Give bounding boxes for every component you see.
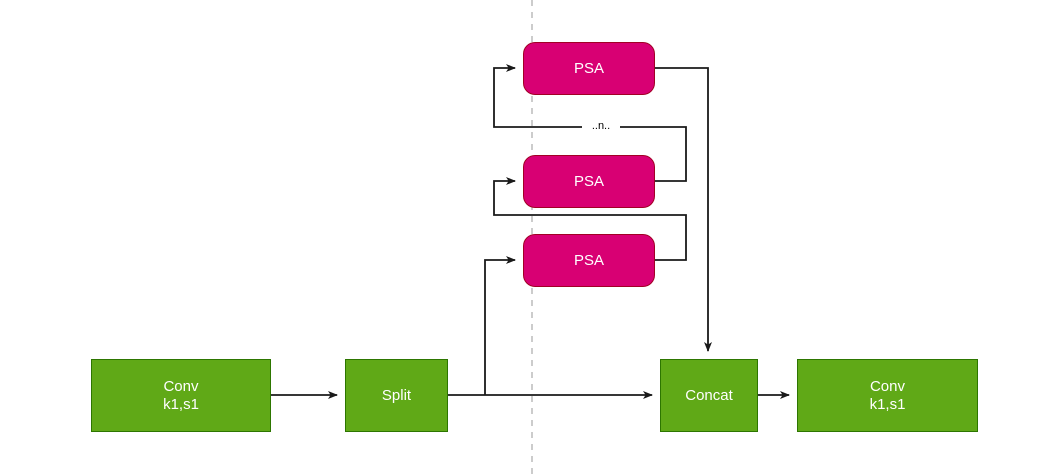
node-conv-input-label: Conv k1,s1 xyxy=(163,377,199,413)
node-conv-output-label: Conv k1,s1 xyxy=(869,377,906,413)
edge-label-repeat-count: ..n.. xyxy=(582,121,620,132)
wire-psa-bot-to-psa-mid xyxy=(493,177,687,261)
wire-psa-top-to-concat xyxy=(655,67,712,352)
node-psa-bottom-label: PSA xyxy=(573,251,604,269)
node-psa-top-label: PSA xyxy=(573,59,604,77)
node-concat[interactable]: Concat xyxy=(660,359,758,432)
node-split-label: Split xyxy=(381,386,412,404)
node-psa-bottom[interactable]: PSA xyxy=(523,234,655,287)
node-psa-middle-label: PSA xyxy=(573,172,604,190)
wire-split-branch-to-psa-bot xyxy=(484,256,516,395)
node-concat-label: Concat xyxy=(685,386,733,404)
node-conv-input[interactable]: Conv k1,s1 xyxy=(91,359,271,432)
node-psa-middle[interactable]: PSA xyxy=(523,155,655,208)
node-psa-top[interactable]: PSA xyxy=(523,42,655,95)
node-split[interactable]: Split xyxy=(345,359,448,432)
node-conv-output[interactable]: Conv k1,s1 xyxy=(797,359,978,432)
